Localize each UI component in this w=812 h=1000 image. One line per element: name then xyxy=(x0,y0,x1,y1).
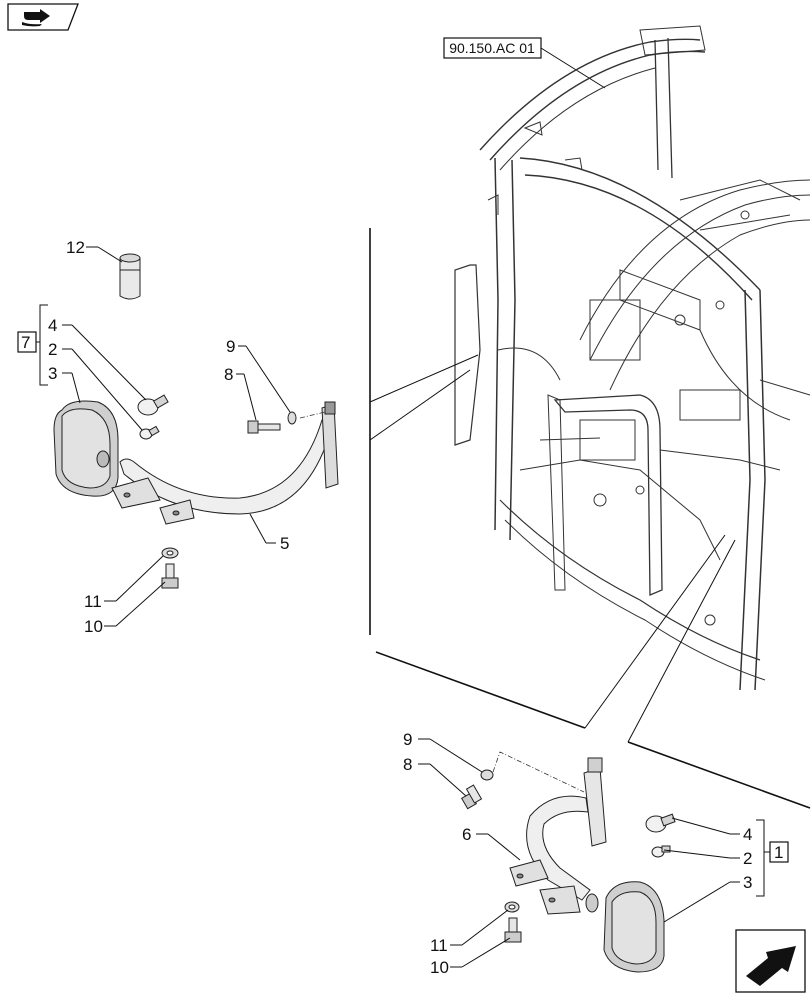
lamp-housing-part xyxy=(53,400,119,497)
callout-11-left: 11 xyxy=(84,592,102,611)
right-lamp-housing-part xyxy=(603,881,665,973)
callout-9-left: 9 xyxy=(226,337,235,356)
reference-tag[interactable]: 90.150.AC 01 xyxy=(443,37,606,89)
callout-3-right: 3 xyxy=(743,873,752,892)
next-page-arrow-icon[interactable] xyxy=(735,929,806,993)
callout-3-left: 3 xyxy=(48,364,57,383)
right-bolt-part xyxy=(460,784,483,810)
callout-4-left: 4 xyxy=(48,316,57,335)
callout-6: 6 xyxy=(462,825,471,844)
socket-cap-part xyxy=(119,253,141,300)
callout-10-right: 10 xyxy=(430,958,449,977)
reference-tag-text: 90.150.AC 01 xyxy=(449,40,535,56)
left-leader-lines xyxy=(17,246,291,627)
callout-9-right: 9 xyxy=(403,730,412,749)
callout-8-right: 8 xyxy=(403,755,412,774)
bolt-part xyxy=(247,420,281,434)
right-washer-part xyxy=(480,751,585,793)
small-bulb-part xyxy=(139,425,160,440)
cab-frame-illustration xyxy=(454,25,811,691)
callout-5: 5 xyxy=(280,534,289,553)
callout-11-right: 11 xyxy=(430,936,448,955)
right-bracket-part xyxy=(509,757,607,915)
right-lower-washer-part xyxy=(504,901,520,913)
detail-divider-lines xyxy=(369,228,811,809)
group-label-right: 1 xyxy=(774,843,783,862)
group-label-left: 7 xyxy=(21,333,30,352)
callout-labels: 12 4 2 3 7 9 8 5 11 10 9 8 6 11 10 4 2 3… xyxy=(21,238,783,977)
callout-10-left: 10 xyxy=(84,617,103,636)
callout-2-left: 2 xyxy=(48,340,57,359)
callout-2-right: 2 xyxy=(743,849,752,868)
right-lower-bolt-part xyxy=(504,917,522,943)
large-bulb-part xyxy=(137,394,169,416)
callout-4-right: 4 xyxy=(743,825,752,844)
callout-8-left: 8 xyxy=(224,365,233,384)
book-arrow-icon[interactable] xyxy=(7,3,79,31)
lower-bolt-part xyxy=(161,563,179,589)
callout-12: 12 xyxy=(66,238,85,257)
right-small-bulb-part xyxy=(651,845,671,858)
right-leader-lines xyxy=(418,738,789,968)
right-large-bulb-part xyxy=(645,813,676,833)
lower-washer-part xyxy=(161,547,179,559)
left-bracket-part xyxy=(111,401,339,525)
washer-part xyxy=(287,411,326,425)
